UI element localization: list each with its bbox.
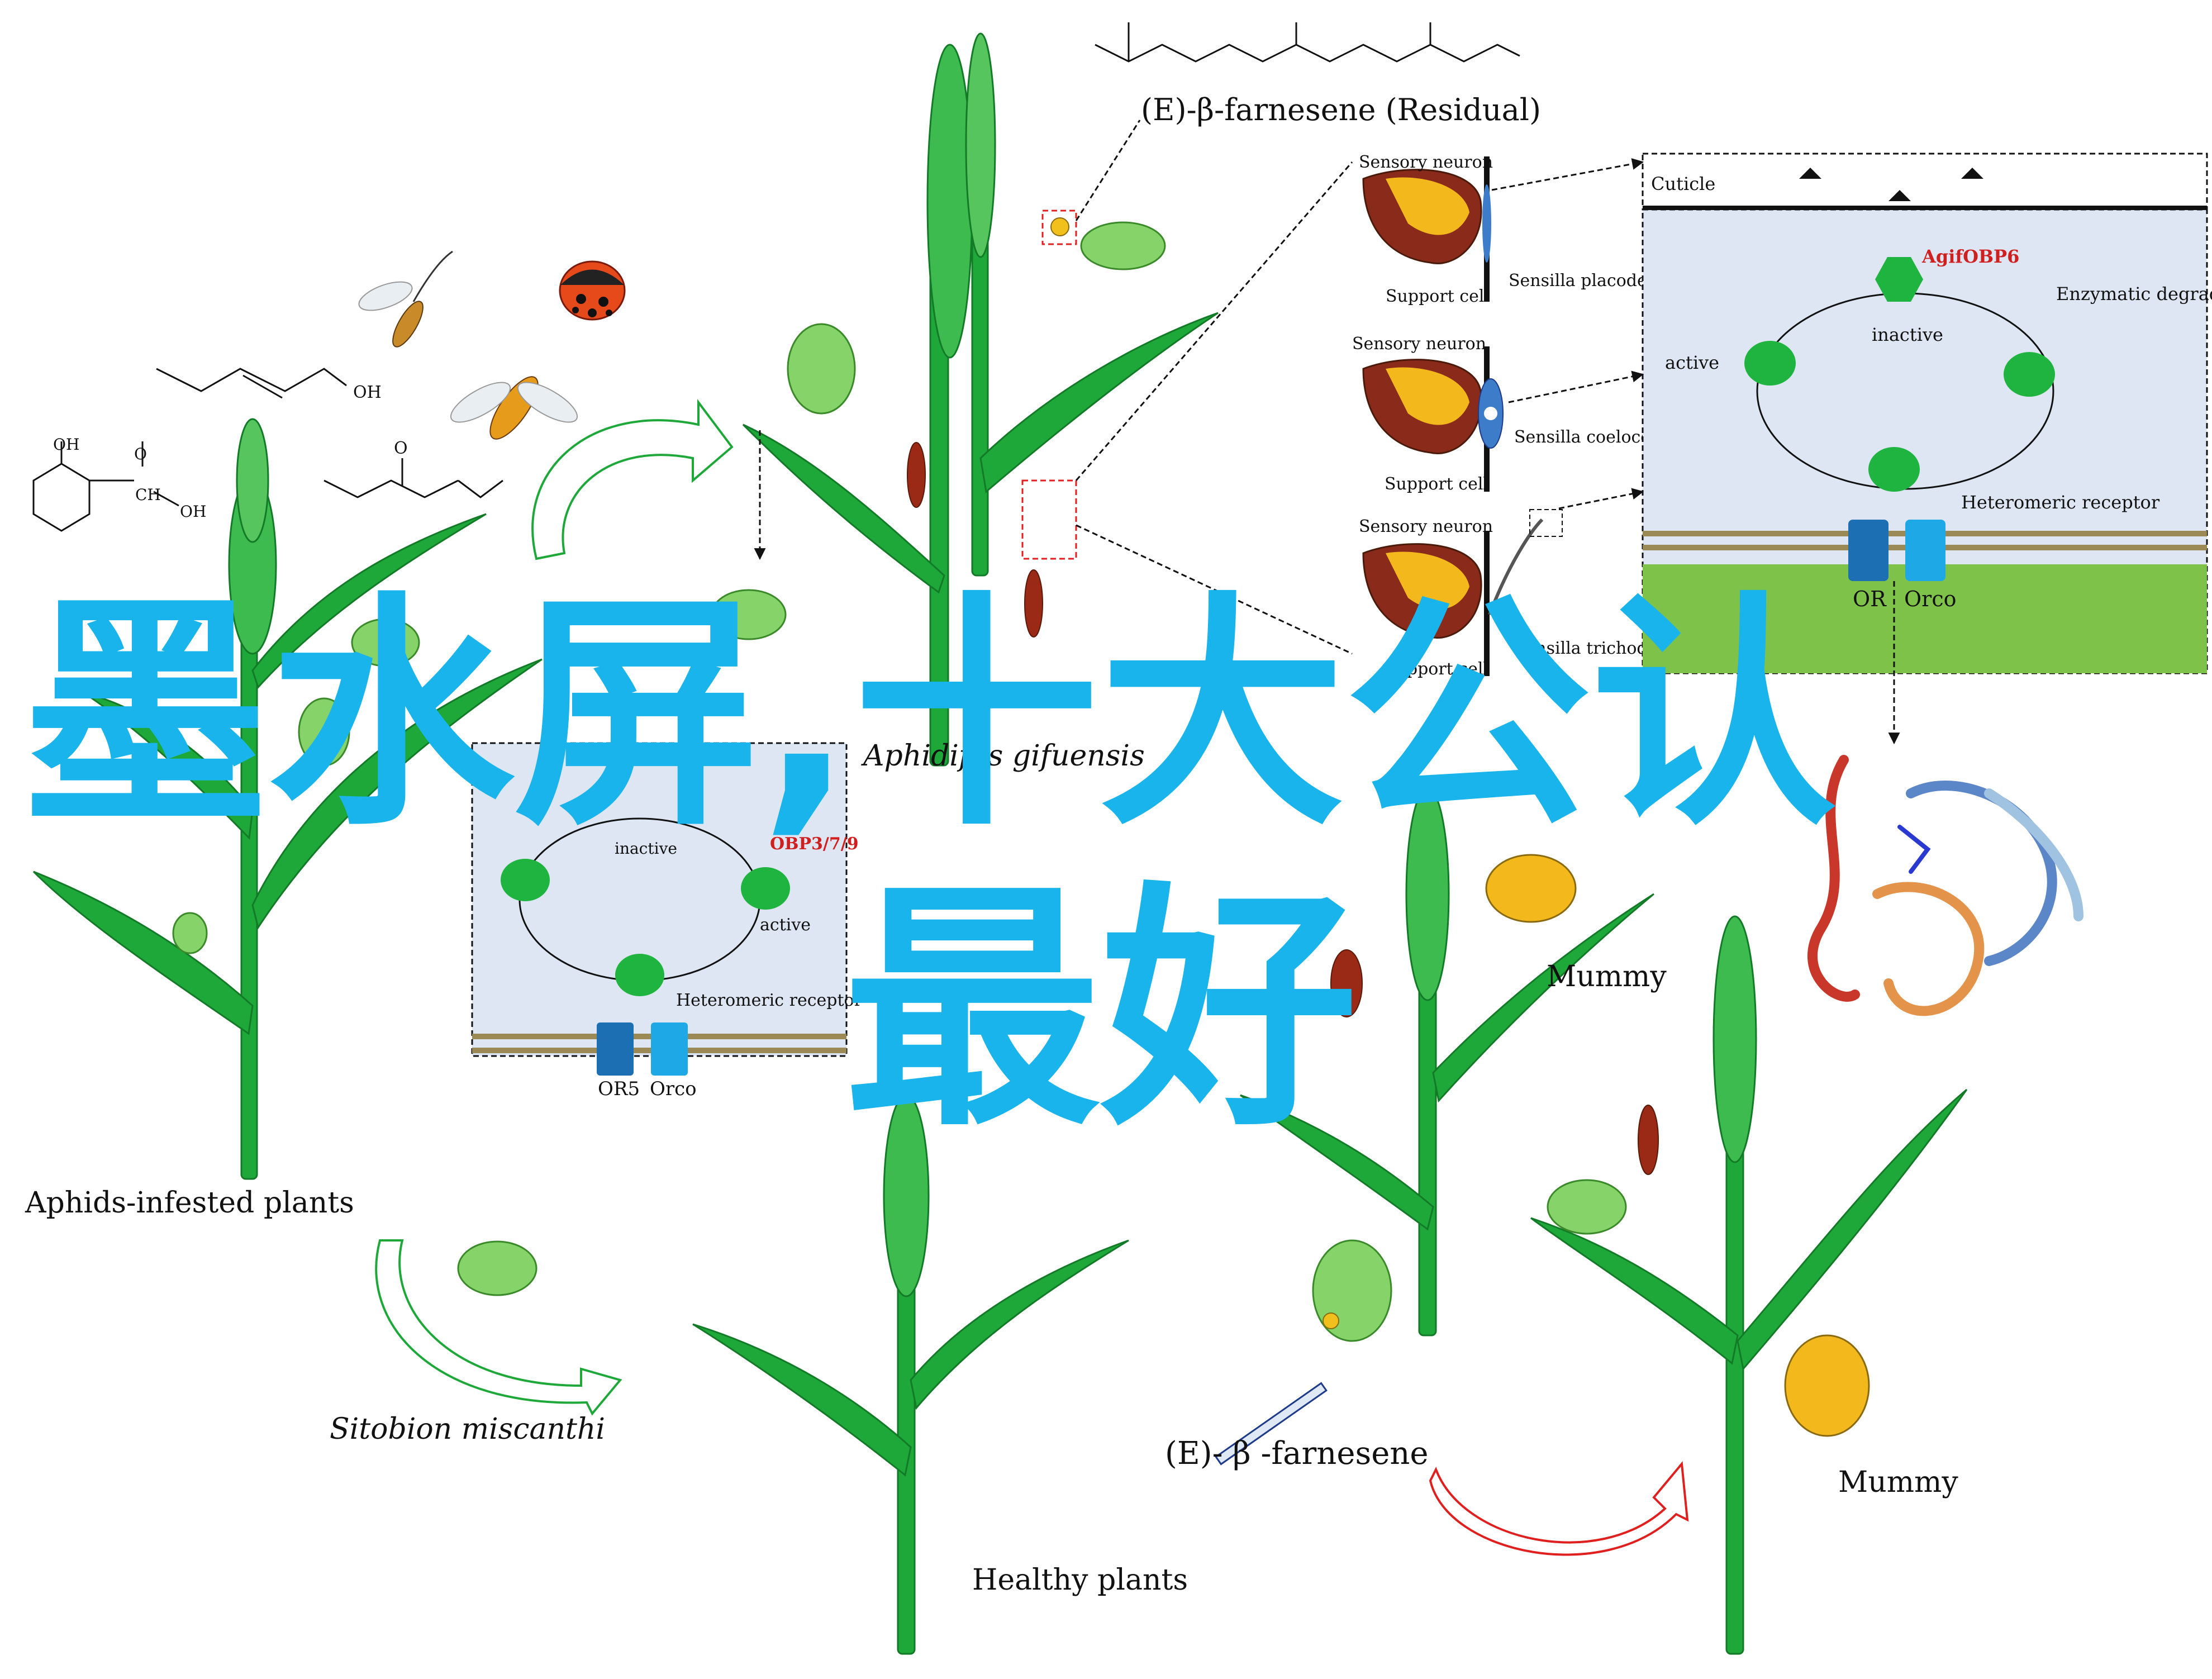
agifobp6-label: AgifOBP6 bbox=[1921, 246, 2019, 267]
farnesene-residual-label: (E)-β-farnesene (Residual) bbox=[1141, 92, 1541, 127]
receptor-label-small: Heteromeric receptor bbox=[676, 991, 863, 1010]
oh-label-1: OH bbox=[353, 383, 382, 402]
mummy-label-2: Mummy bbox=[1838, 1466, 1958, 1499]
obp-label: OBP3/7/9 bbox=[770, 834, 859, 854]
right-middle-plant bbox=[1240, 781, 1654, 1336]
sensilla-panel-1 bbox=[1352, 151, 1491, 302]
active-label-small: active bbox=[760, 915, 811, 935]
receptor-label-large: Heteromeric receptor bbox=[1961, 492, 2160, 513]
sensilla-label-1: Sensilla placodea bbox=[1509, 271, 1657, 291]
healthy-plant bbox=[692, 1094, 1129, 1655]
healthy-plants-label: Healthy plants bbox=[972, 1563, 1188, 1597]
sensilla-panel-2 bbox=[1362, 346, 1504, 492]
pheromone-droplet-icon bbox=[1050, 217, 1069, 236]
ch-label: CH bbox=[135, 486, 161, 504]
protein-structure-icon bbox=[1807, 755, 2083, 1016]
cycle-arrow-green-top bbox=[531, 399, 734, 560]
farnesene-label: (E)- β -farnesene bbox=[1165, 1435, 1429, 1472]
support-cell-label-2: Support cell bbox=[1385, 474, 1488, 494]
overlay-title-line1: 墨水屏,十大公认 bbox=[22, 572, 1837, 858]
syringe-icon bbox=[1215, 1312, 1339, 1466]
orco-label-large: Orco bbox=[1904, 587, 1956, 611]
chemical-structures bbox=[32, 22, 1520, 532]
oh-label-3: OH bbox=[180, 502, 206, 521]
or-label: OR bbox=[1853, 587, 1887, 611]
mummy-aphid-icons bbox=[1485, 854, 1870, 1437]
parasitoid-icons bbox=[907, 442, 1659, 1175]
alarm-box-2 bbox=[1021, 479, 1077, 560]
sensilla-panel-3 bbox=[1362, 509, 1563, 676]
enzymatic-degradation-label: Enzymatic degradation bbox=[2056, 283, 2212, 305]
olfactory-panel-small bbox=[471, 742, 848, 1076]
sitobion-label: Sitobion miscanthi bbox=[330, 1412, 605, 1446]
ladybird-icon bbox=[559, 260, 626, 321]
o-label-2: O bbox=[394, 439, 408, 458]
overlay-title-line2: 最好 bbox=[844, 862, 1358, 1160]
inactive-label-small: inactive bbox=[615, 839, 677, 858]
orco-label-small: Orco bbox=[650, 1078, 697, 1100]
cuticle-label: Cuticle bbox=[1651, 173, 1715, 194]
inactive-label-large: inactive bbox=[1872, 324, 1943, 345]
support-cell-label-1: Support cell bbox=[1386, 287, 1490, 306]
aphids-infested-plant bbox=[32, 418, 543, 1180]
aphids-infested-label: Aphids-infested plants bbox=[25, 1186, 354, 1220]
cycle-arrow-red-bottom bbox=[1429, 1461, 1689, 1556]
mummy-label-1: Mummy bbox=[1547, 960, 1667, 993]
o-label-1: O bbox=[134, 445, 147, 463]
right-bottom-plant bbox=[1530, 915, 1968, 1655]
active-label-large: active bbox=[1665, 352, 1719, 373]
sensory-neuron-label-3: Sensory neuron bbox=[1359, 517, 1493, 536]
hoverfly-icon bbox=[450, 376, 578, 440]
oh-label-2: OH bbox=[53, 435, 79, 454]
parasitoid-wasp-icon bbox=[358, 250, 453, 348]
cycle-arrow-green-bottom bbox=[375, 1239, 622, 1416]
aphidius-label: Aphidifus gifuensis bbox=[861, 739, 1145, 773]
olfactory-panel-large bbox=[1642, 153, 2208, 674]
sensory-neuron-label-2: Sensory neuron bbox=[1352, 334, 1486, 354]
or5-label: OR5 bbox=[598, 1078, 640, 1100]
center-tall-plant bbox=[742, 32, 1219, 767]
support-cell-label-3: Support cell bbox=[1385, 659, 1488, 679]
sensory-neuron-label-1: Sensory neuron bbox=[1359, 153, 1493, 172]
alarm-box-1 bbox=[1041, 210, 1077, 245]
connector-lines bbox=[754, 120, 1900, 745]
